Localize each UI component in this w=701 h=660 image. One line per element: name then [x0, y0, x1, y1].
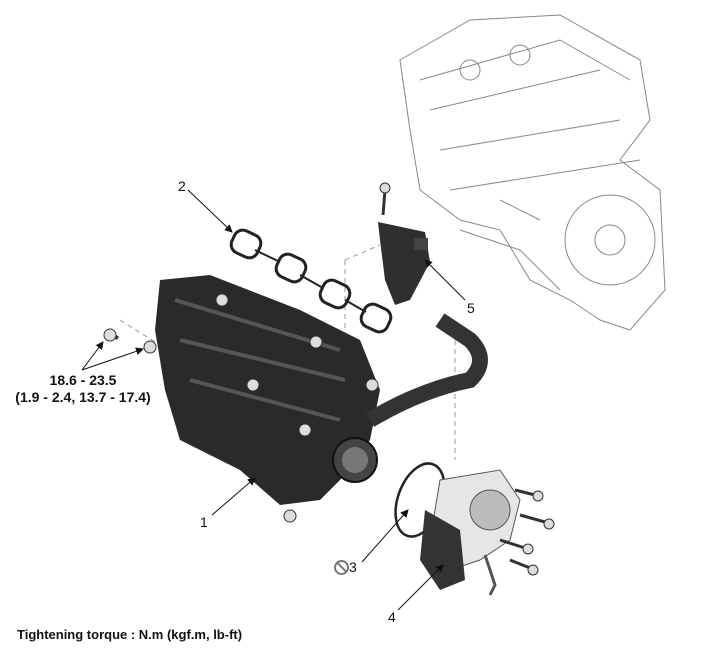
torque-caption: Tightening torque : N.m (kgf.m, lb-ft): [17, 627, 243, 642]
callout-3: 3: [349, 559, 357, 575]
torque-nm: 18.6 - 23.5: [49, 372, 117, 388]
callout-4: 4: [388, 609, 396, 625]
torque-alt-units: (1.9 - 2.4, 13.7 - 17.4): [15, 389, 151, 405]
throttle-body: [420, 469, 555, 596]
gasket: [229, 228, 393, 334]
leader-lines: [81, 189, 466, 611]
callout-1: 1: [200, 514, 208, 530]
purge-valve: [378, 182, 430, 305]
engine-block: [399, 14, 666, 331]
intake-manifold: [103, 275, 380, 523]
breather-hose: [365, 313, 488, 427]
callout-2: 2: [178, 178, 186, 194]
no-reuse-icon: [334, 560, 349, 575]
callout-5: 5: [467, 300, 475, 316]
torque-spec: 18.6 - 23.5 (1.9 - 2.4, 13.7 - 17.4): [8, 372, 158, 406]
guide-lines: [119, 244, 456, 460]
